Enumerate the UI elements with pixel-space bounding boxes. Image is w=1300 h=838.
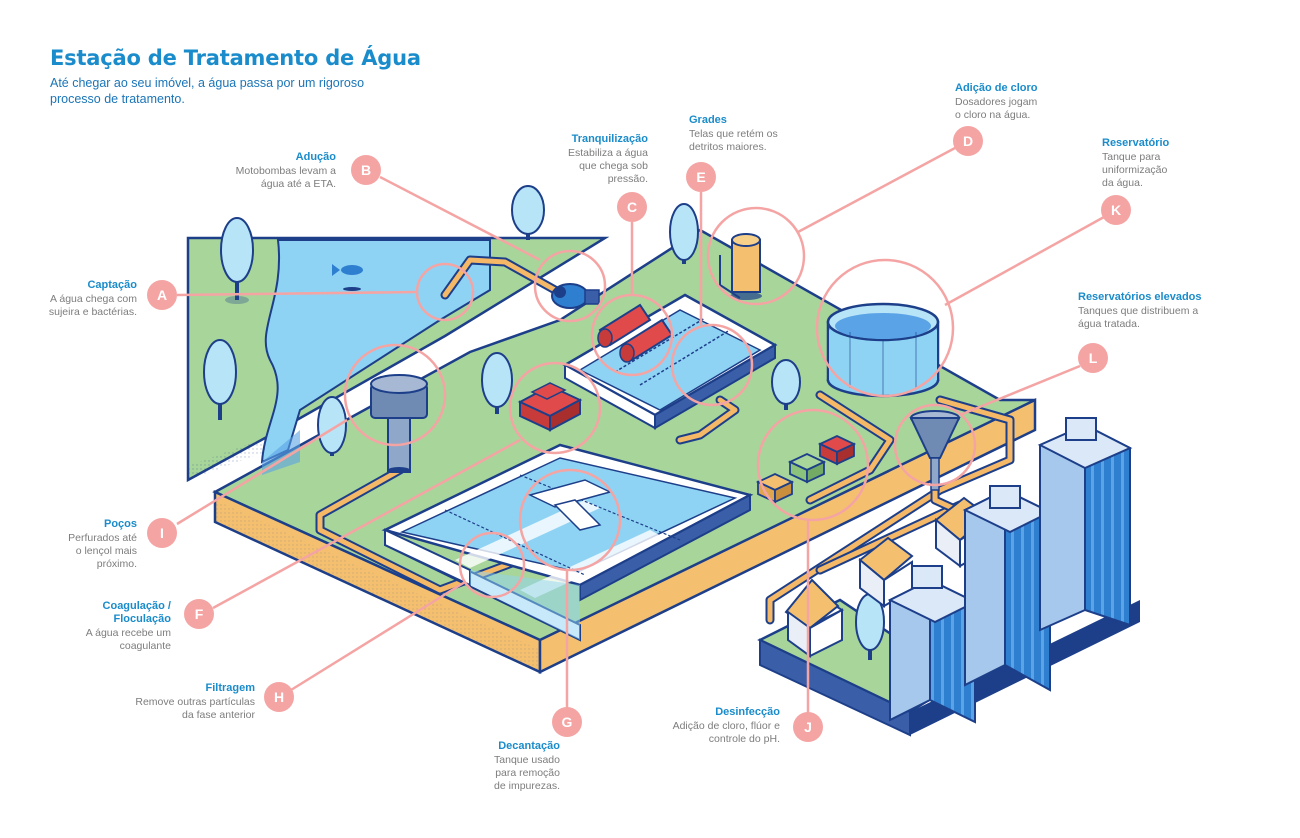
marker-a: A [147, 280, 177, 310]
pipes [315, 255, 1015, 625]
label-coagulacao: Coagulação / Floculação A água recebe um… [70, 600, 171, 653]
label-desc: Telas que retém os detritos maiores. [689, 128, 778, 153]
pump-icon [551, 283, 600, 309]
svg-text:L: L [1089, 350, 1098, 366]
label-desc: A água chega com sujeira e bactérias. [48, 293, 137, 318]
label-grades: Grades Telas que retém os detritos maior… [689, 114, 789, 154]
label-reservatorios-elevados: Reservatórios elevados Tanques que distr… [1078, 291, 1208, 331]
callouts [176, 146, 1105, 713]
label-aducao: Adução Motobombas levam a água até a ETA… [220, 151, 336, 191]
label-desc: Tanque usado para remoção de impurezas. [494, 754, 560, 792]
marker-b: B [351, 155, 381, 185]
svg-text:F: F [195, 606, 204, 622]
building-icon [887, 565, 978, 724]
marker-i: I [147, 518, 177, 548]
tree-icon [203, 339, 237, 420]
svg-text:H: H [274, 689, 284, 705]
tranquilizer-pipes-icon [597, 303, 674, 363]
svg-text:B: B [361, 162, 371, 178]
label-desc: Tanque para uniformização da água. [1102, 151, 1168, 189]
page-title: Estação de Tratamento de Água [50, 46, 421, 70]
markers: A B C D E F G H I J K L [147, 126, 1131, 742]
marker-k: K [1101, 195, 1131, 225]
fish-icon [332, 264, 363, 291]
label-filtragem: Filtragem Remove outras partículas da fa… [126, 682, 255, 722]
label-captacao: Captação A água chega com sujeira e bact… [40, 279, 137, 319]
tree-icon [220, 217, 254, 304]
label-reservatorio: Reservatório Tanque para uniformização d… [1102, 137, 1178, 190]
marker-j: J [793, 712, 823, 742]
label-pocos: Poços Perfurados até o lençol mais próxi… [60, 518, 137, 571]
svg-text:E: E [696, 169, 705, 185]
marker-l: L [1078, 343, 1108, 373]
tree-icon [669, 203, 699, 264]
trees [203, 185, 885, 660]
marker-h: H [264, 682, 294, 712]
label-desc: Estabiliza a água que chega sob pressão. [568, 147, 648, 185]
label-desc: A água recebe um coagulante [85, 627, 171, 652]
chlorine-tank-icon [719, 233, 762, 300]
label-desc: Remove outras partículas da fase anterio… [135, 696, 255, 721]
page-subtitle: Até chegar ao seu imóvel, a água passa p… [50, 76, 365, 106]
tree-icon [481, 352, 513, 414]
marker-c: C [617, 192, 647, 222]
label-title: Grades [689, 114, 727, 126]
building-icon [962, 485, 1053, 692]
svg-text:D: D [963, 133, 973, 149]
label-desc: Perfurados até o lençol mais próximo. [68, 532, 137, 570]
label-tranquilizacao: Tranquilização Estabiliza a água que che… [548, 133, 648, 186]
svg-text:A: A [157, 287, 167, 303]
label-title: Filtragem [205, 682, 255, 694]
label-title: Captação [87, 279, 137, 291]
marker-f: F [184, 599, 214, 629]
disinfection-dosers-icon [755, 435, 857, 504]
label-title: Reservatório [1102, 137, 1170, 149]
reservoir-tank-icon [826, 302, 940, 398]
label-adicao-cloro: Adição de cloro Dosadores jogam o cloro … [955, 82, 1045, 122]
equipment [370, 233, 961, 504]
well-icon [370, 374, 428, 473]
label-desc: Adição de cloro, flúor e controle do pH. [672, 720, 780, 745]
label-decantacao: Decantação Tanque usado para remoção de … [482, 740, 560, 793]
marker-d: D [953, 126, 983, 156]
svg-text:K: K [1111, 202, 1121, 218]
tree-icon [771, 359, 801, 410]
svg-text:J: J [804, 719, 812, 735]
tree-icon [317, 396, 347, 456]
marker-e: E [686, 162, 716, 192]
label-title: Poços [103, 518, 137, 530]
label-desinfeccao: Desinfecção Adição de cloro, flúor e con… [672, 706, 780, 746]
city [784, 417, 1133, 724]
svg-text:G: G [562, 714, 573, 730]
label-title: Reservatórios elevados [1078, 291, 1202, 303]
label-desc: Dosadores jogam o cloro na água. [955, 96, 1038, 121]
building-icon [1037, 417, 1133, 632]
label-desc: Motobombas levam a água até a ETA. [235, 165, 336, 190]
svg-text:I: I [160, 525, 164, 541]
label-title: Desinfecção [715, 706, 780, 718]
house-icon [858, 536, 914, 608]
elevated-reservoir-icon [909, 410, 961, 491]
house-icon [784, 578, 845, 658]
tree-icon [511, 185, 545, 240]
label-title: Coagulação / Floculação [102, 600, 171, 625]
svg-text:C: C [627, 199, 637, 215]
label-title: Adição de cloro [955, 82, 1038, 94]
label-title: Decantação [498, 740, 560, 752]
coagulant-dosing-icon [517, 382, 583, 432]
label-title: Tranquilização [571, 133, 648, 145]
label-desc: Tanques que distribuem a água tratada. [1078, 305, 1199, 330]
marker-g: G [552, 707, 582, 737]
label-title: Adução [295, 151, 336, 163]
